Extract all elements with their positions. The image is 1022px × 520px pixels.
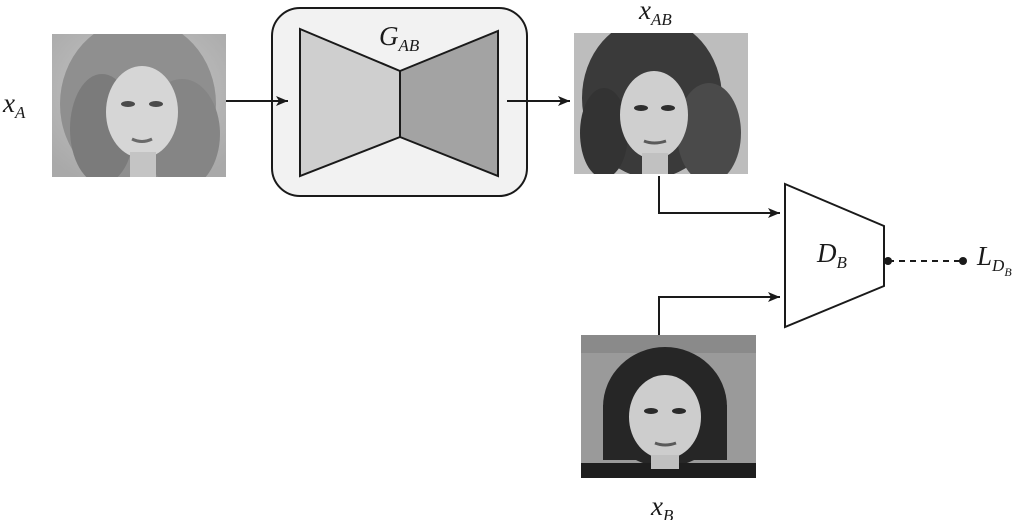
generator-decoder-shape [399,29,499,178]
label-xab: xAB [638,0,672,29]
label-xb: xB [650,491,674,520]
arrow-xb-to-discriminator [658,292,780,335]
generated-image-xab [574,33,748,174]
loss-start-dot [884,257,892,265]
discriminator-shape [784,182,885,329]
label-discriminator: DB [816,238,848,272]
label-generator: GAB [379,21,420,55]
arrow-xab-to-discriminator [658,176,780,218]
label-loss: LDB [976,241,1012,279]
label-xa: xA [2,88,26,122]
loss-end-dot [959,257,967,265]
input-image-xa [52,34,226,177]
real-image-xb [581,335,756,478]
